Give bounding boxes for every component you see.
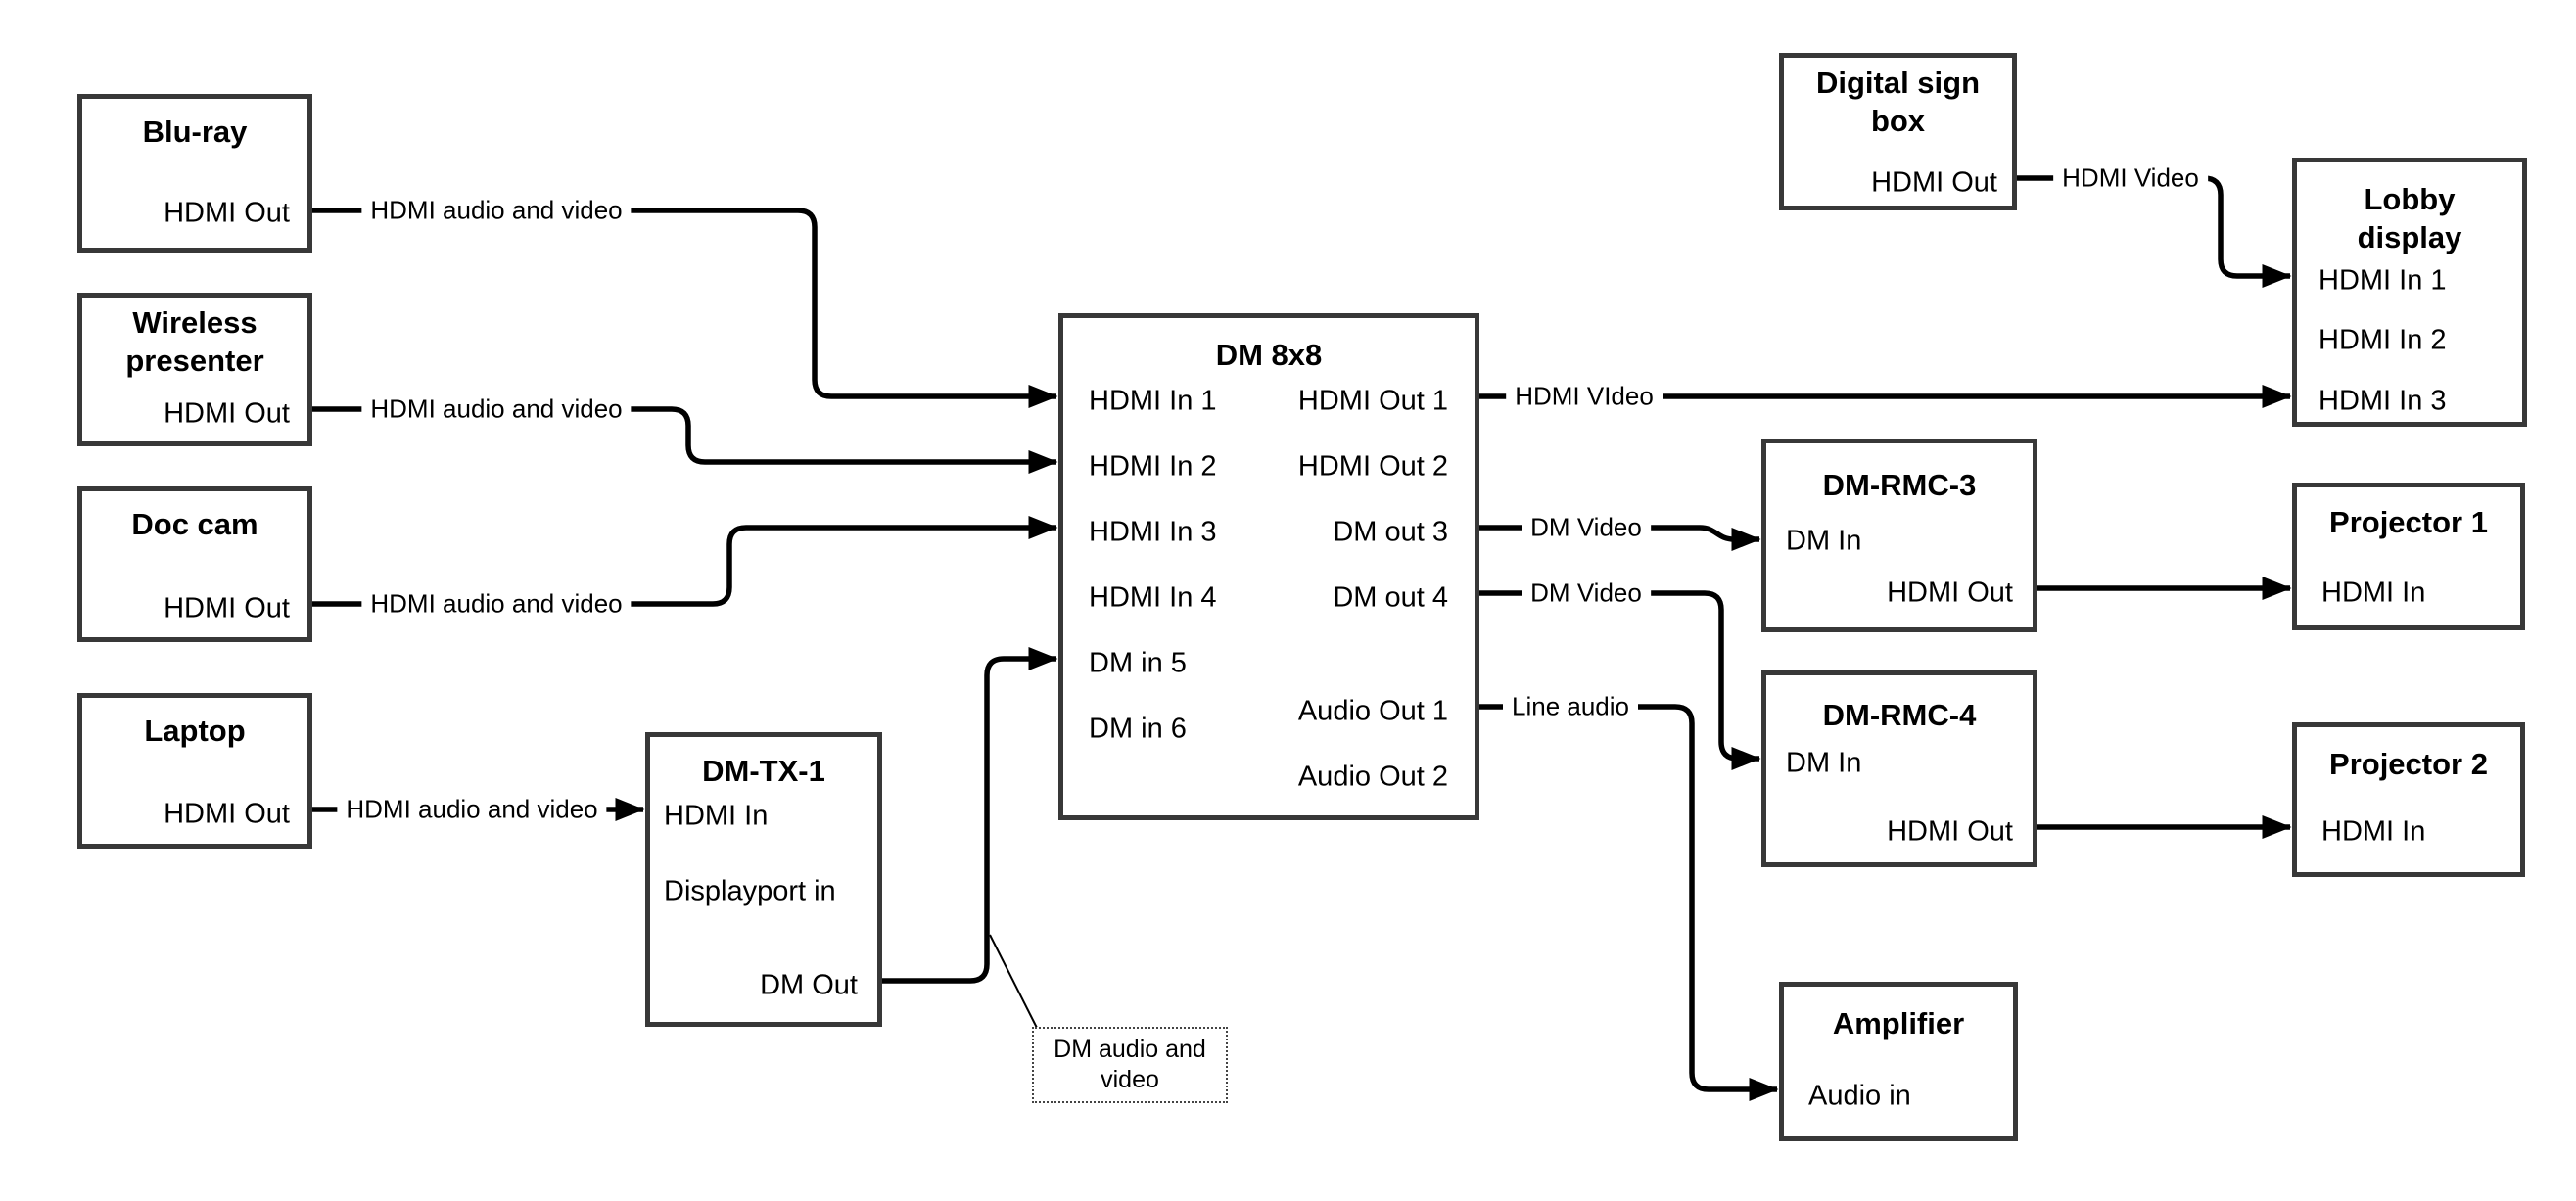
port-hdmi-out: HDMI Out: [164, 397, 290, 430]
node-title: Lobby display: [2357, 182, 2462, 254]
node-title: DM-RMC-3: [1822, 468, 1977, 502]
node-title: Doc cam: [131, 507, 258, 541]
edge-label-hdmi-audio-video-2: HDMI audio and video: [361, 392, 632, 427]
port-hdmi-in-1: HDMI In 1: [1089, 385, 1217, 417]
edge-dm8x8-out3-to-rmc3: [1478, 525, 1761, 551]
port-hdmi-in-4: HDMI In 4: [1089, 581, 1217, 614]
node-title: DM-RMC-4: [1822, 698, 1977, 732]
edge-label-dm-video-out4: DM Video: [1522, 576, 1651, 611]
node-title: Blu-ray: [142, 115, 248, 149]
node-laptop: Laptop HDMI Out: [77, 693, 312, 849]
port-dm-in-6: DM in 6: [1089, 713, 1187, 745]
port-displayport-in: Displayport in: [664, 875, 836, 907]
node-dm-rmc-3: DM-RMC-3 DM In HDMI Out: [1761, 439, 2037, 632]
port-hdmi-out-2: HDMI Out 2: [1297, 450, 1448, 483]
port-hdmi-in-3: HDMI In 3: [2318, 385, 2447, 417]
port-audio-out-1: Audio Out 1: [1297, 695, 1448, 727]
node-title: DM 8x8: [1215, 338, 1323, 372]
edge-label-hdmi-audio-video-1: HDMI audio and video: [361, 193, 632, 228]
port-hdmi-out: HDMI Out: [164, 197, 290, 229]
port-hdmi-out: HDMI Out: [164, 592, 290, 624]
annotation-dm-audio-video: DM audio and video: [1032, 1027, 1228, 1103]
port-hdmi-in-2: HDMI In 2: [1089, 450, 1217, 483]
node-title: Projector 2: [2329, 747, 2488, 781]
edge-dm8x8-audio1-to-amplifier: [1478, 704, 1779, 1101]
port-audio-in: Audio in: [1808, 1080, 1911, 1112]
node-title: Laptop: [144, 714, 246, 748]
edge-label-dm-video-out3: DM Video: [1522, 510, 1651, 545]
node-dm-rmc-4: DM-RMC-4 DM In HDMI Out: [1761, 670, 2037, 867]
edge-label-hdmi-video-out1: HDMI VIdeo: [1506, 379, 1663, 414]
annotation-leader-line: [989, 934, 1039, 1031]
node-dm-tx-1: DM-TX-1 HDMI In Displayport in DM Out: [645, 732, 882, 1027]
edge-label-hdmi-audio-video-3: HDMI audio and video: [361, 586, 632, 622]
node-title: Amplifier: [1832, 1006, 1965, 1040]
node-title: DM-TX-1: [702, 754, 825, 788]
port-dm-in: DM In: [1786, 747, 1862, 779]
node-title: Projector 1: [2329, 505, 2488, 539]
edge-wireless-to-dm8x8-in2: [312, 406, 1058, 474]
port-dm-in: DM In: [1786, 525, 1862, 557]
port-hdmi-in-1: HDMI In 1: [2318, 264, 2447, 297]
node-dm-8x8-switcher: DM 8x8 HDMI In 1 HDMI In 2 HDMI In 3 HDM…: [1058, 313, 1479, 820]
port-hdmi-in: HDMI In: [2321, 577, 2426, 609]
node-projector-2: Projector 2 HDMI In: [2292, 722, 2525, 877]
edge-sign-to-lobby-in1: [2017, 175, 2292, 288]
node-doc-cam: Doc cam HDMI Out: [77, 486, 312, 642]
node-title: Wireless presenter: [125, 305, 264, 378]
port-hdmi-in: HDMI In: [664, 800, 769, 832]
port-audio-out-2: Audio Out 2: [1297, 761, 1448, 793]
port-hdmi-out-1: HDMI Out 1: [1297, 385, 1448, 417]
node-digital-sign-box: Digital sign box HDMI Out: [1779, 53, 2017, 210]
port-hdmi-out: HDMI Out: [1887, 815, 2013, 848]
edge-label-hdmi-audio-video-4: HDMI audio and video: [337, 792, 607, 827]
port-dm-out-4: DM out 4: [1333, 581, 1448, 614]
port-hdmi-in-3: HDMI In 3: [1089, 516, 1217, 548]
edge-label-line-audio: Line audio: [1503, 689, 1638, 724]
port-dm-in-5: DM in 5: [1089, 647, 1187, 679]
edge-bluray-to-dm8x8-in1: [312, 208, 1058, 408]
node-amplifier: Amplifier Audio in: [1779, 982, 2018, 1141]
node-blu-ray: Blu-ray HDMI Out: [77, 94, 312, 253]
edge-label-hdmi-video-sign: HDMI Video: [2053, 161, 2208, 196]
edge-doccam-to-dm8x8-in3: [312, 516, 1058, 607]
edge-dmtx1-to-dm8x8-in5: [882, 647, 1058, 984]
port-hdmi-out: HDMI Out: [164, 798, 290, 830]
node-wireless-presenter: Wireless presenter HDMI Out: [77, 293, 312, 446]
edge-dm8x8-out4-to-rmc4: [1478, 590, 1761, 770]
node-projector-1: Projector 1 HDMI In: [2292, 483, 2525, 630]
port-dm-out-3: DM out 3: [1333, 516, 1448, 548]
port-hdmi-in: HDMI In: [2321, 815, 2426, 848]
port-hdmi-in-2: HDMI In 2: [2318, 324, 2447, 356]
port-hdmi-out: HDMI Out: [1887, 577, 2013, 609]
node-lobby-display: Lobby display HDMI In 1 HDMI In 2 HDMI I…: [2292, 158, 2527, 427]
node-title: Digital sign box: [1815, 66, 1981, 138]
port-dm-out: DM Out: [760, 969, 858, 1001]
port-hdmi-out: HDMI Out: [1871, 166, 1997, 199]
